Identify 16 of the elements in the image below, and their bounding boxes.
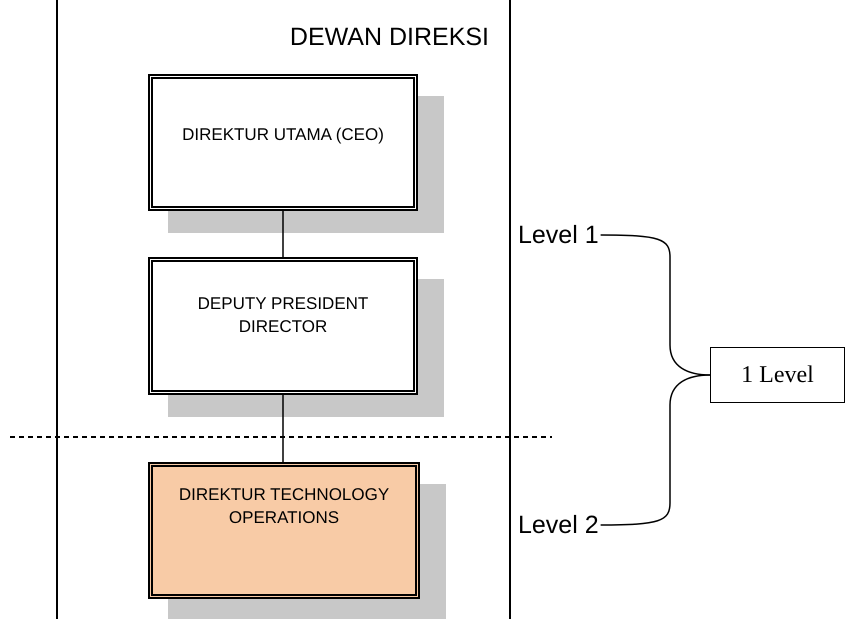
org-box [148,74,418,211]
level-label: Level 1 [518,220,599,251]
org-box [148,257,418,395]
connector-line [600,234,710,376]
box-label: DIREKTUR TECHNOLOGY OPERATIONS [178,484,390,529]
connector-line [282,211,284,257]
org-box [148,462,420,599]
box-label: DIREKTUR UTAMA (CEO) [181,124,385,146]
connector-line [600,374,710,526]
level-label: Level 2 [518,510,599,541]
group-heading: DEWAN DIREKSI [290,23,489,52]
level-box [710,347,845,403]
group-frame [56,0,511,619]
connector-line [282,395,284,462]
level-label: 1 Level [741,362,814,388]
box-label: DEPUTY PRESIDENT DIRECTOR [196,293,370,338]
